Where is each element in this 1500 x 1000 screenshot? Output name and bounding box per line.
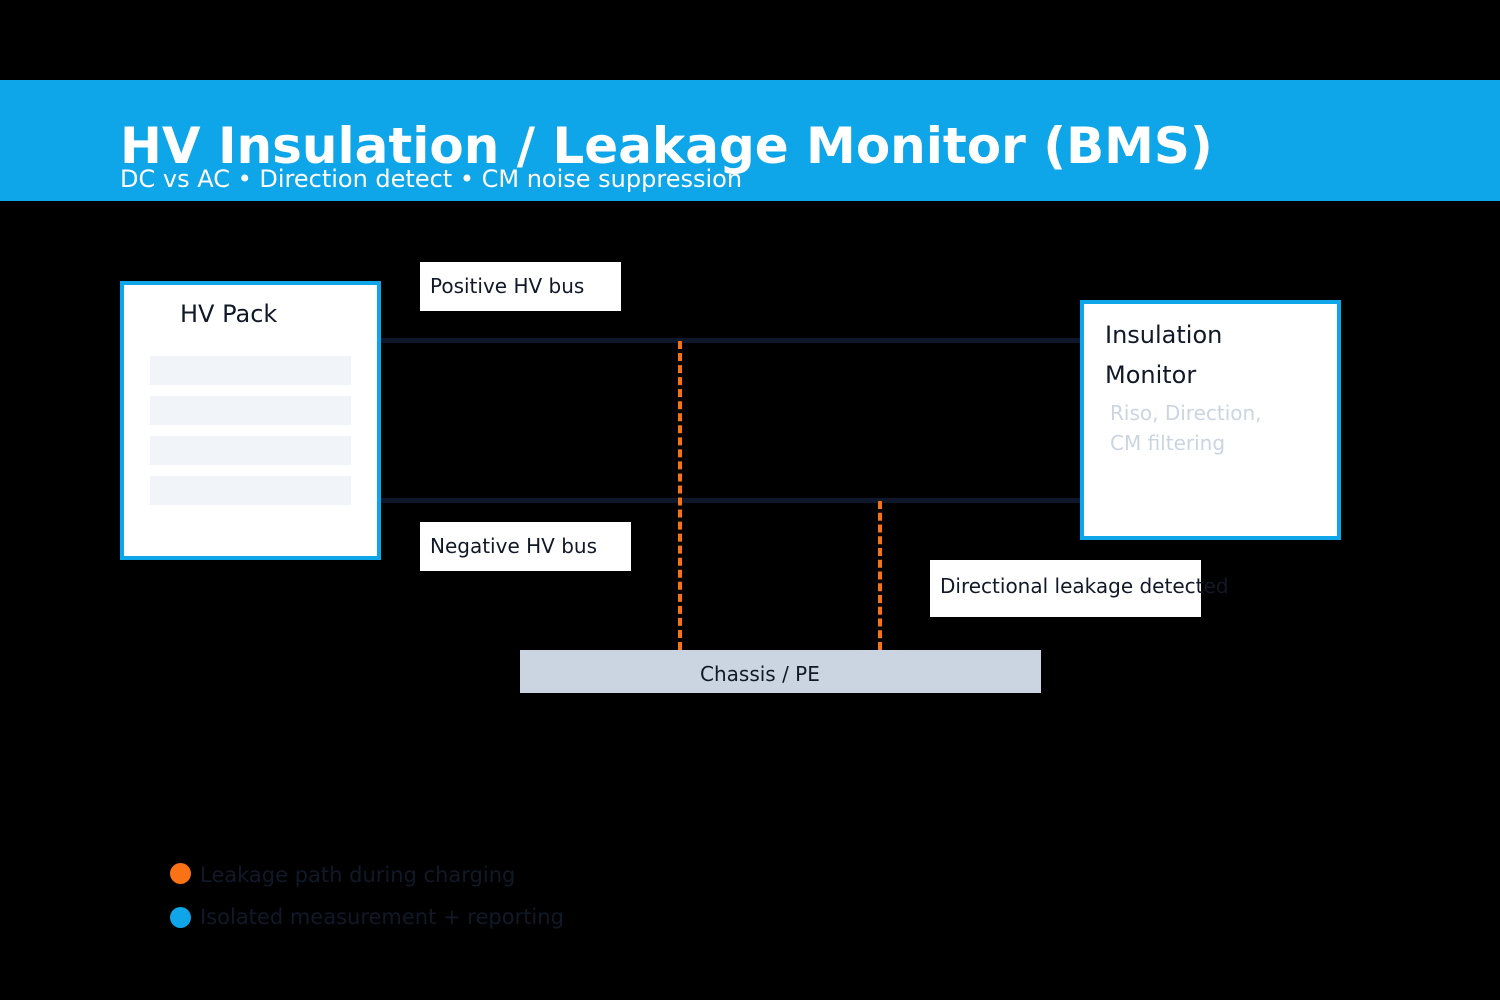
positive-hv-bus-label: Positive HV bus xyxy=(420,262,621,311)
monitor-title-line2: Monitor xyxy=(1105,361,1197,389)
insulation-monitor-box xyxy=(1080,300,1341,540)
monitor-title-line1: Insulation xyxy=(1105,321,1223,349)
battery-cell xyxy=(150,436,351,465)
battery-cell xyxy=(150,476,351,505)
legend-dot-leakage xyxy=(170,863,191,884)
leakage-path-positive xyxy=(678,341,682,650)
hv-pack-title: HV Pack xyxy=(180,300,278,328)
chassis-label: Chassis / PE xyxy=(700,662,820,686)
legend-label-leakage: Leakage path during charging xyxy=(200,863,516,887)
negative-hv-bus-line xyxy=(381,498,1080,503)
page-title: HV Insulation / Leakage Monitor (BMS) xyxy=(120,117,1213,175)
negative-hv-bus-label: Negative HV bus xyxy=(420,522,631,571)
leakage-path-negative xyxy=(878,501,882,650)
positive-hv-bus-line xyxy=(381,338,1080,343)
legend-label-measurement: Isolated measurement + reporting xyxy=(200,905,564,929)
chassis-bar xyxy=(520,650,1041,693)
monitor-desc-line1: Riso, Direction, xyxy=(1110,401,1262,425)
directional-leakage-label: Directional leakage detected xyxy=(930,560,1228,617)
battery-cell xyxy=(150,356,351,385)
battery-cell xyxy=(150,396,351,425)
header-banner xyxy=(0,80,1500,201)
page-subtitle: DC vs AC • Direction detect • CM noise s… xyxy=(120,165,743,193)
legend-dot-measurement xyxy=(170,907,191,928)
monitor-desc-line2: CM filtering xyxy=(1110,431,1226,455)
